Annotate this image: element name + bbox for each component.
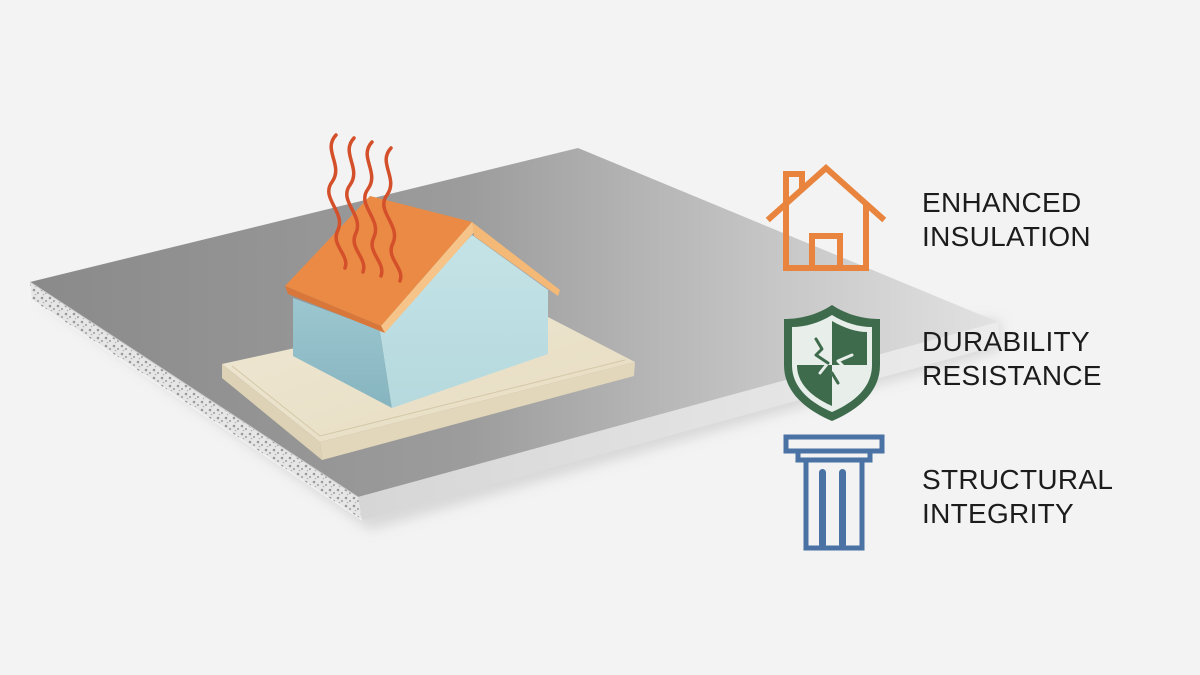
- feature-label: ENHANCED INSULATION: [922, 186, 1091, 254]
- feature-label-line2: INTEGRITY: [922, 498, 1075, 529]
- feature-label-line2: RESISTANCE: [922, 360, 1102, 391]
- cracked-shield-icon: [784, 305, 880, 421]
- heat-waves: [327, 133, 403, 283]
- house-icon: [765, 163, 887, 271]
- feature-label-line2: INSULATION: [922, 221, 1091, 252]
- feature-label: STRUCTURAL INTEGRITY: [922, 463, 1113, 531]
- feature-label-line1: ENHANCED: [922, 187, 1082, 218]
- feature-label-line1: DURABILITY: [922, 326, 1090, 357]
- feature-label: DURABILITY RESISTANCE: [922, 325, 1102, 393]
- feature-structural-integrity: STRUCTURAL INTEGRITY: [760, 433, 1180, 553]
- feature-enhanced-insulation: ENHANCED INSULATION: [760, 160, 1180, 280]
- feature-label-line1: STRUCTURAL: [922, 464, 1114, 495]
- feature-durability-resistance: DURABILITY RESISTANCE: [760, 303, 1180, 423]
- column-pillar-icon: [783, 434, 885, 551]
